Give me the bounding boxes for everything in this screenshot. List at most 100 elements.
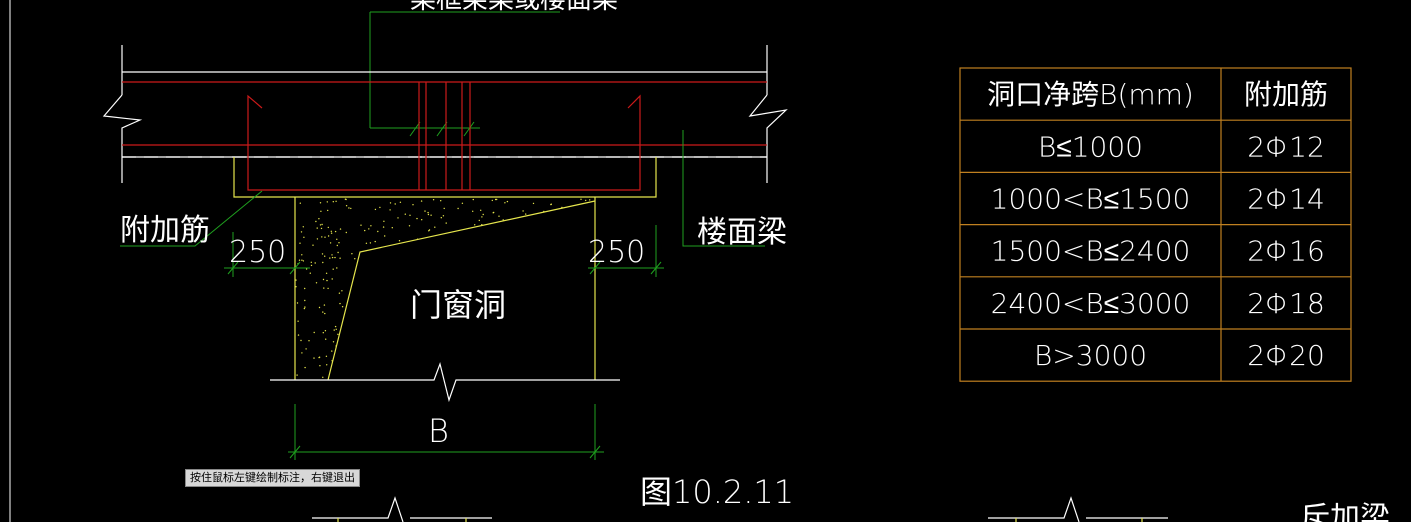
hatch-dot bbox=[408, 225, 411, 227]
lower-left-partial-drawing bbox=[312, 496, 492, 522]
hatch-dot bbox=[354, 258, 356, 260]
hatch-dot bbox=[389, 209, 391, 211]
hatch-dot bbox=[382, 226, 385, 228]
hatch-dot bbox=[491, 199, 493, 202]
hatch-dot bbox=[301, 259, 303, 261]
table-cell: 2400<B≤3000 bbox=[991, 287, 1191, 320]
hatch-dot bbox=[315, 220, 317, 223]
hatch-dot bbox=[326, 279, 328, 282]
hatch-dot bbox=[337, 333, 339, 335]
hatch-dot bbox=[320, 210, 322, 212]
hatch-dot bbox=[296, 374, 298, 376]
hatch-dot bbox=[319, 224, 322, 226]
table-cell: B>3000 bbox=[1034, 339, 1147, 372]
hatch-dot bbox=[318, 218, 320, 220]
table-cell: 1000<B≤1500 bbox=[991, 183, 1191, 216]
hatch-dot bbox=[442, 215, 445, 217]
hatch-dot bbox=[428, 230, 430, 232]
hatch-dot bbox=[302, 260, 305, 262]
hatch-dot bbox=[316, 227, 318, 229]
hatch-dot bbox=[299, 202, 301, 204]
hatch-dot bbox=[325, 338, 327, 340]
hatch-dot bbox=[304, 366, 306, 369]
hatch-dot bbox=[364, 229, 366, 232]
hatch-dot bbox=[348, 207, 350, 209]
hatch-dot bbox=[457, 207, 459, 210]
dim-right-value: 250 bbox=[588, 235, 645, 270]
hatch-dot bbox=[322, 376, 324, 378]
hatch-dot bbox=[389, 202, 392, 204]
hatch-dot bbox=[334, 256, 336, 259]
hatch-dot bbox=[325, 272, 328, 274]
hatch-dot bbox=[327, 287, 329, 290]
hatch-dot bbox=[374, 208, 377, 211]
hatch-dot bbox=[496, 198, 498, 201]
hatch-dot bbox=[297, 320, 299, 322]
hatch-dot bbox=[312, 244, 314, 246]
hatch-dot bbox=[502, 219, 504, 221]
beam-label-leader bbox=[682, 130, 765, 247]
hatch-dot bbox=[394, 203, 396, 205]
hatch-dot bbox=[336, 238, 338, 240]
hatch-dot bbox=[440, 217, 442, 219]
hatch-dot bbox=[319, 202, 322, 204]
hatch-dot bbox=[325, 355, 328, 357]
hatch-dot bbox=[335, 200, 337, 202]
hatch-dot bbox=[336, 267, 338, 269]
hatch-dot bbox=[330, 230, 332, 232]
hatch-dot bbox=[404, 213, 406, 215]
hatch-dot bbox=[313, 331, 315, 334]
hatch-dot bbox=[313, 357, 315, 359]
beam-label: 楼面梁 bbox=[697, 215, 787, 250]
hatch-dot bbox=[370, 225, 372, 227]
hatch-dot bbox=[303, 307, 306, 310]
hatch-dot bbox=[334, 230, 337, 233]
hatch-dot bbox=[321, 223, 323, 226]
hatch-dot bbox=[369, 242, 372, 244]
hatch-dot bbox=[550, 203, 552, 206]
hatch-dot bbox=[368, 228, 370, 230]
hatch-dot bbox=[324, 330, 327, 332]
hatch-dot bbox=[481, 224, 483, 226]
hatch-dot bbox=[324, 255, 326, 257]
hatch-dot bbox=[461, 202, 464, 204]
hatch-dot bbox=[319, 365, 321, 367]
hatch-dot bbox=[296, 302, 299, 304]
hatch-dot bbox=[391, 227, 393, 229]
dim-right-geometry bbox=[588, 225, 664, 277]
hatch-dot bbox=[321, 236, 323, 238]
table-cell: 2Φ18 bbox=[1247, 287, 1325, 320]
hatch-dot bbox=[331, 360, 333, 362]
hatch-dot bbox=[399, 201, 402, 203]
hatch-dot bbox=[398, 240, 401, 242]
hatch-dot bbox=[300, 339, 302, 342]
hatch-dot bbox=[351, 253, 353, 255]
hatch-dot bbox=[430, 214, 432, 216]
hatch-dot bbox=[341, 306, 344, 308]
hatch-dot bbox=[336, 244, 338, 247]
hatch-dot bbox=[409, 214, 411, 216]
hatch-dot bbox=[310, 264, 313, 267]
hatch-dot bbox=[322, 311, 324, 313]
status-hint: 按住鼠标左键绘制标注，右键退出 bbox=[185, 469, 360, 487]
hatch-dot bbox=[427, 211, 429, 214]
hatch-dot bbox=[379, 206, 381, 209]
hatch-dot bbox=[472, 210, 474, 212]
hatch-dot bbox=[350, 207, 352, 210]
table-header-cell: 附加筋 bbox=[1244, 78, 1328, 111]
hatch-dot bbox=[480, 209, 482, 211]
hatch-dot bbox=[478, 219, 480, 222]
hatch-dot bbox=[301, 254, 303, 256]
hatch-dot bbox=[472, 198, 474, 201]
hatch-dot bbox=[329, 242, 332, 244]
hatch-dot bbox=[331, 256, 334, 259]
hatch-dot bbox=[365, 242, 368, 244]
hatch-dot bbox=[299, 242, 301, 244]
hatch-dot bbox=[302, 226, 304, 228]
hatch-dot bbox=[374, 240, 376, 243]
hatch-dot bbox=[332, 201, 334, 203]
hatch-dot bbox=[322, 261, 324, 264]
hatch-dot bbox=[298, 259, 301, 261]
hatch-dot bbox=[339, 302, 341, 305]
